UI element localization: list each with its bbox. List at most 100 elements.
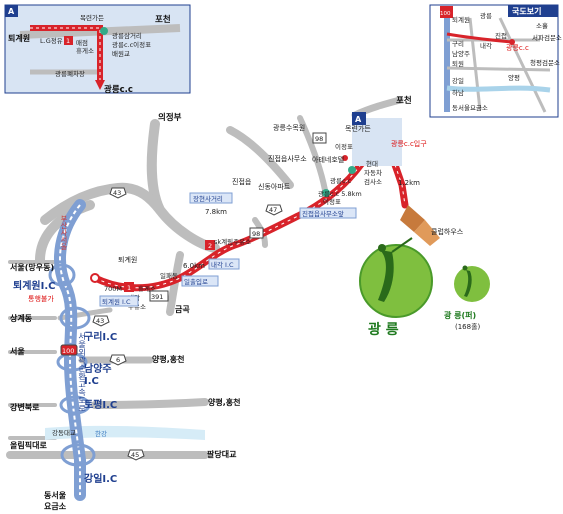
label-shield: 100 [440,11,451,17]
label-tongpyeong-ic: 토평I.C [84,398,117,411]
han-river [45,425,205,440]
label-guri-ic: 구리I.C [84,330,117,343]
label-jinjeop-office: 진접읍사무소 [268,154,307,163]
direction-seoul-mangu: 서울(망우동) [10,262,54,272]
blue-box-jinjeop-office: 진접읍사무소앞 [299,207,357,219]
route-shield-391: 391 [149,290,169,302]
label-athene: 아테네호텔 [312,155,344,164]
inset-national: 국도보기 100 퇴계원 광릉 구리 남양주 퇴원 강일 하남 광릉c.c 내각… [429,4,562,118]
direction-paldang: 팔당대교 [207,449,237,459]
direction-uijeongbu: 의정부 [158,112,182,123]
marker-2: 2 [205,240,215,250]
label-title: 국도보기 [512,6,541,16]
route-shield-45: 45 [127,449,145,461]
dest-gwangneung-main: 광 릉 [368,321,399,338]
route-shield-43b: 43 [92,315,110,327]
label-naegak-ic: 내각 I.C [211,260,234,269]
label-r391: 391 [151,293,163,301]
direction-pocheon: 포천 [396,95,412,106]
direction-east-seoul-toll-2: 요금소 [44,502,67,511]
direction-yangpyeong-2: 양평,홍천 [208,397,240,407]
golf-pub-icon [454,265,490,302]
label-cheongpyeong2: 청평검문소 [530,58,560,67]
clubhouse-icon [400,205,440,246]
label-sinseong-apt: 신동아파트 [258,182,291,191]
label-guri: 구리 [452,39,464,48]
label-namyangju-ic-1: 남양주 [84,362,112,375]
label-gangil: 강일 [452,76,464,85]
marker-6 [90,273,100,283]
direction-sanggyedong: 상계동 [10,313,33,323]
svg-text:1: 1 [127,284,131,292]
label-hyundai-3: 검사소 [364,177,382,186]
label-jinjeop: 진접 [495,31,507,40]
blue-box-naegak-ic: 내각 I.C [208,258,240,270]
label-toegyewon: 퇴계원 [452,15,470,24]
label-gwangneung-sign: 광릉삼거리 [112,31,142,40]
distance-7-8km: 7.8km [205,208,227,216]
label-toegyewon-ic: 퇴계원I.C [13,279,55,292]
label-ilpaeng: 일패동 [160,271,178,280]
label-rest-area-2: 휴게소 [76,46,94,55]
label-km700: 700M [104,285,122,293]
marker-1: 1 [124,282,134,292]
main-gray-roads [6,96,404,459]
label-naechon: 내각 [480,41,492,50]
label-r98b: 98 [252,230,260,238]
badge-a-main-label: A [355,115,362,124]
label-gwangneung: 광릉 [480,12,492,20]
label-gangdong-bridge: 강동대교 [52,428,76,437]
label-r45: 45 [131,451,139,459]
distance-1-2km: 1.2km [398,179,420,187]
route-shield-98a: 98 [312,132,327,144]
label-mokdong-gate: 목련가든 [80,13,104,22]
blue-box-ilpae: 일출입로 [181,275,219,287]
label-hangang: 한강 [95,429,107,438]
label-toegyewon: 퇴계원 [8,33,30,43]
label-toegyewon-town: 퇴계원 [118,255,137,264]
direction-east-seoul-toll-1: 동서울 [44,490,67,500]
label-gwangneung-museum: 광릉수목원 [273,123,305,132]
marker-3 [348,166,356,174]
svg-text:2: 2 [208,242,212,250]
label-juyu: 주유소 [128,303,146,311]
blue-box-toegyewon-ic: 퇴계원 I.C [99,295,139,307]
label-bridge: 배원교 [112,49,130,58]
label-jangheon: 장현사거리 [193,194,223,203]
label-rest-area-1: 매점 [76,39,88,47]
label-hanam: 하남 [452,88,464,97]
label-hyundai-2: 자동차 [364,168,382,177]
route-shield-98b: 98 [249,227,264,239]
inset-a: A 1 목련가든 포천 퇴계원 L.G정유 매점 휴게소 광릉삼거리 광릉c.c… [4,4,191,95]
marker-4 [322,189,330,197]
marker-5 [342,155,348,161]
label-mokryun: 목련가든 [345,124,371,133]
label-sasang: 부산사서울 [60,215,68,250]
label-r6: 6 [116,356,120,364]
label-namyangju: 남양주 [452,49,470,58]
label-clubhouse: 클럽하우스 [431,227,464,236]
golf-main-icon [359,237,433,318]
direction-yangpyeong-1: 양평,홍천 [152,354,184,364]
dest-gwangneung-pub: 광 릉(퍼) [444,310,476,320]
label-r47: 47 [269,206,277,214]
label-namyangju-ic-2: I.C [84,376,99,387]
label-dest: 광릉c.c [506,44,529,52]
label-gwangneung-entrance: 광릉c.c입구 [391,140,427,148]
label-hyundai-1: 현대 [366,160,378,168]
label-gwangneung-sign: 광릉c.c [330,177,352,185]
dest-holes: (168홀) [455,322,481,331]
inset-a-highlight [352,118,402,166]
label-r100: 100 [62,347,74,355]
label-sk-gas: sk계림주유소 [214,237,251,246]
label-igjeongpyo2: 이정표 [323,197,341,206]
label-subway-rest: 휴게소 [138,284,156,293]
svg-text:1: 1 [66,37,70,45]
label-lg-oil: L.G정유 [40,36,63,45]
badge-a-main [352,112,366,125]
route-shield-47: 47 [265,204,283,216]
label-badge: A [8,7,15,16]
label-igjeongpyo: 이정표 [335,142,353,151]
label-soheul: 소흘 [536,21,548,30]
